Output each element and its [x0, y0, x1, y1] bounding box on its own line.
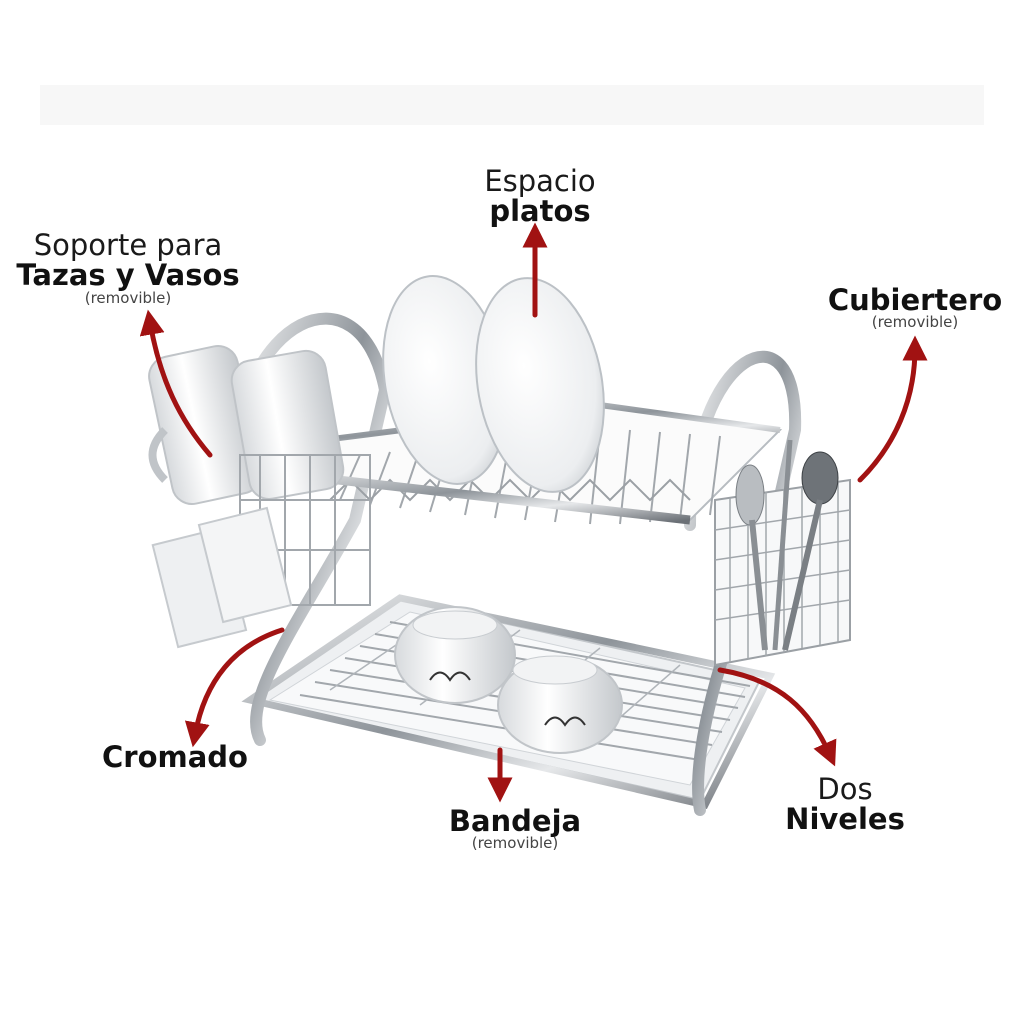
label-cutlery-holder: Cubiertero (removible) [810, 285, 1020, 331]
arrow-chrome [184, 627, 285, 748]
label-two-levels: Dos Niveles [760, 774, 930, 835]
label-levels-line2: Niveles [785, 802, 905, 837]
label-plates-line1: Espacio [484, 164, 596, 198]
label-tray-line1: Bandeja [448, 804, 582, 838]
cup-holder [148, 345, 371, 649]
label-chrome: Cromado [80, 740, 270, 774]
label-cup-holder: Soporte para Tazas y Vasos (removible) [0, 230, 256, 307]
bowls [394, 606, 623, 754]
label-cup-holder-line1: Soporte para [33, 228, 223, 262]
label-cup-holder-line2: Tazas y Vasos [16, 258, 240, 293]
label-plates: Espacio platos [440, 166, 640, 227]
arrow-cups [139, 309, 213, 458]
label-levels-line1: Dos [817, 772, 873, 806]
label-tray-note: (removible) [471, 834, 559, 853]
label-cutlery-line1: Cubiertero [827, 283, 1003, 317]
arrow-cutlery [857, 335, 928, 483]
label-plates-line2: platos [489, 194, 591, 229]
plates [382, 275, 605, 493]
label-tray: Bandeja (removible) [410, 806, 620, 852]
callout-arrows [139, 222, 928, 803]
label-chrome-line1: Cromado [102, 740, 248, 774]
label-cutlery-note: (removible) [871, 313, 959, 332]
arrow-levels [717, 667, 837, 767]
label-cup-holder-note: (removible) [84, 288, 172, 307]
background-band [40, 85, 984, 125]
cutlery-holder [714, 439, 851, 667]
